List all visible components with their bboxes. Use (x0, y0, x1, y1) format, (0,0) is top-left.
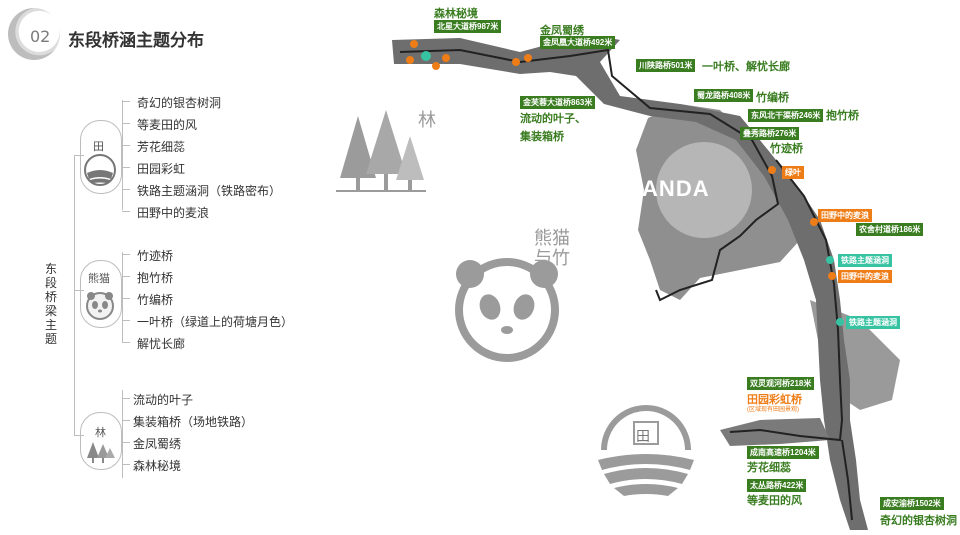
theme-text: 等麦田的风 (747, 495, 802, 507)
group-capsule (80, 412, 122, 470)
field-large-label: 田 (636, 428, 650, 444)
theme-text: 芳花细蕊 (747, 462, 791, 474)
group-capsule (80, 260, 122, 328)
list-item: 集装箱桥（场地铁路） (133, 415, 254, 429)
field-large-icon (598, 405, 694, 496)
list-item: 竹编桥 (137, 293, 174, 307)
list-item: 田园彩虹 (137, 162, 186, 176)
section-number: 02 (30, 27, 51, 46)
group-capsule (80, 120, 122, 194)
greenway-map (392, 36, 900, 530)
theme-tag-orange: 田野中的麦浪 (838, 270, 892, 283)
forest-large-label: 林 (418, 110, 436, 130)
list-item: 等麦田的风 (137, 118, 198, 132)
theme-tag-teal: 铁路主题涵洞 (838, 254, 892, 267)
group-label-panda: 熊猫 (88, 273, 110, 285)
bridge-tag: 川陕路桥501米 (636, 59, 696, 72)
panda-large-icon (455, 258, 559, 362)
group-label-field: 田 (93, 141, 104, 153)
theme-text: 流动的叶子、 (520, 113, 586, 125)
theme-text: 抱竹桥 (826, 110, 859, 122)
title-number-circle (8, 8, 60, 60)
theme-text: 金凤蜀绣 (540, 25, 584, 37)
list-item: 一叶桥（绿道上的荷塘月色） (137, 315, 294, 329)
group-bracket-line (122, 252, 123, 342)
theme-text: 奇幻的银杏树洞 (880, 515, 957, 527)
list-item: 森林秘境 (133, 459, 182, 473)
forest-icon (87, 442, 115, 463)
page-title: 东段桥涵主题分布 (68, 31, 204, 50)
theme-text: 集装箱桥 (520, 131, 564, 143)
theme-tag-teal: 铁路主题涵洞 (846, 316, 900, 329)
bridge-tag: 叠秀路桥276米 (740, 127, 800, 140)
theme-tag-orange: 绿叶 (782, 166, 804, 179)
theme-text: 竹迹桥 (770, 143, 803, 155)
bridge-tag: 北星大道桥987米 (434, 20, 502, 33)
list-item: 芳花细蕊 (137, 140, 186, 154)
tree-root-label: 东段桥梁主题 (44, 262, 57, 346)
forest-large-icon (336, 110, 426, 192)
bridge-tag: 东风北干渠桥246米 (748, 109, 824, 122)
bridge-tag: 成安渝桥1502米 (880, 497, 944, 510)
district-label: PANDA (628, 176, 710, 201)
bridge-tag: 双灵观河桥218米 (747, 377, 815, 390)
list-item: 解忧长廊 (137, 337, 186, 351)
group-bracket-line (122, 390, 123, 478)
tree-trunk-line (74, 155, 75, 435)
list-item: 铁路主题涵洞（铁路密布） (137, 184, 282, 198)
bridge-tag: 金芙蓉大道桥863米 (520, 96, 596, 109)
group-bracket-line (122, 100, 123, 210)
theme-text: 一叶桥、解忧长廊 (702, 61, 790, 73)
list-item: 奇幻的银杏树洞 (137, 96, 222, 110)
theme-text-orange: 田园彩虹桥 (747, 394, 802, 406)
field-icon (84, 154, 116, 186)
theme-text: 森林秘境 (434, 8, 478, 20)
list-item: 金凤蜀绣 (133, 437, 182, 451)
bridge-tag: 成南高速桥1204米 (747, 446, 819, 459)
list-item: 竹迹桥 (137, 249, 174, 263)
theme-text: 竹编桥 (756, 92, 789, 104)
bridge-tag: 太丛路桥422米 (747, 479, 807, 492)
bridge-tag: 金凤凰大道桥492米 (540, 36, 616, 49)
tree-branch-line (74, 155, 84, 156)
group-label-forest: 林 (95, 427, 106, 439)
theme-note: (区域现有田园景观) (747, 407, 799, 413)
tree-branch-line (74, 290, 84, 291)
panda-large-label: 熊猫与竹 (534, 228, 570, 268)
bridge-tag: 农舍村道桥186米 (856, 223, 924, 236)
list-item: 流动的叶子 (133, 393, 194, 407)
bridge-tag: 蜀龙路桥408米 (694, 89, 754, 102)
list-item: 抱竹桥 (137, 271, 174, 285)
tree-branch-line (74, 435, 84, 436)
theme-tag-orange: 田野中的麦浪 (818, 209, 872, 222)
panda-icon (86, 292, 114, 320)
list-item: 田野中的麦浪 (137, 206, 210, 220)
